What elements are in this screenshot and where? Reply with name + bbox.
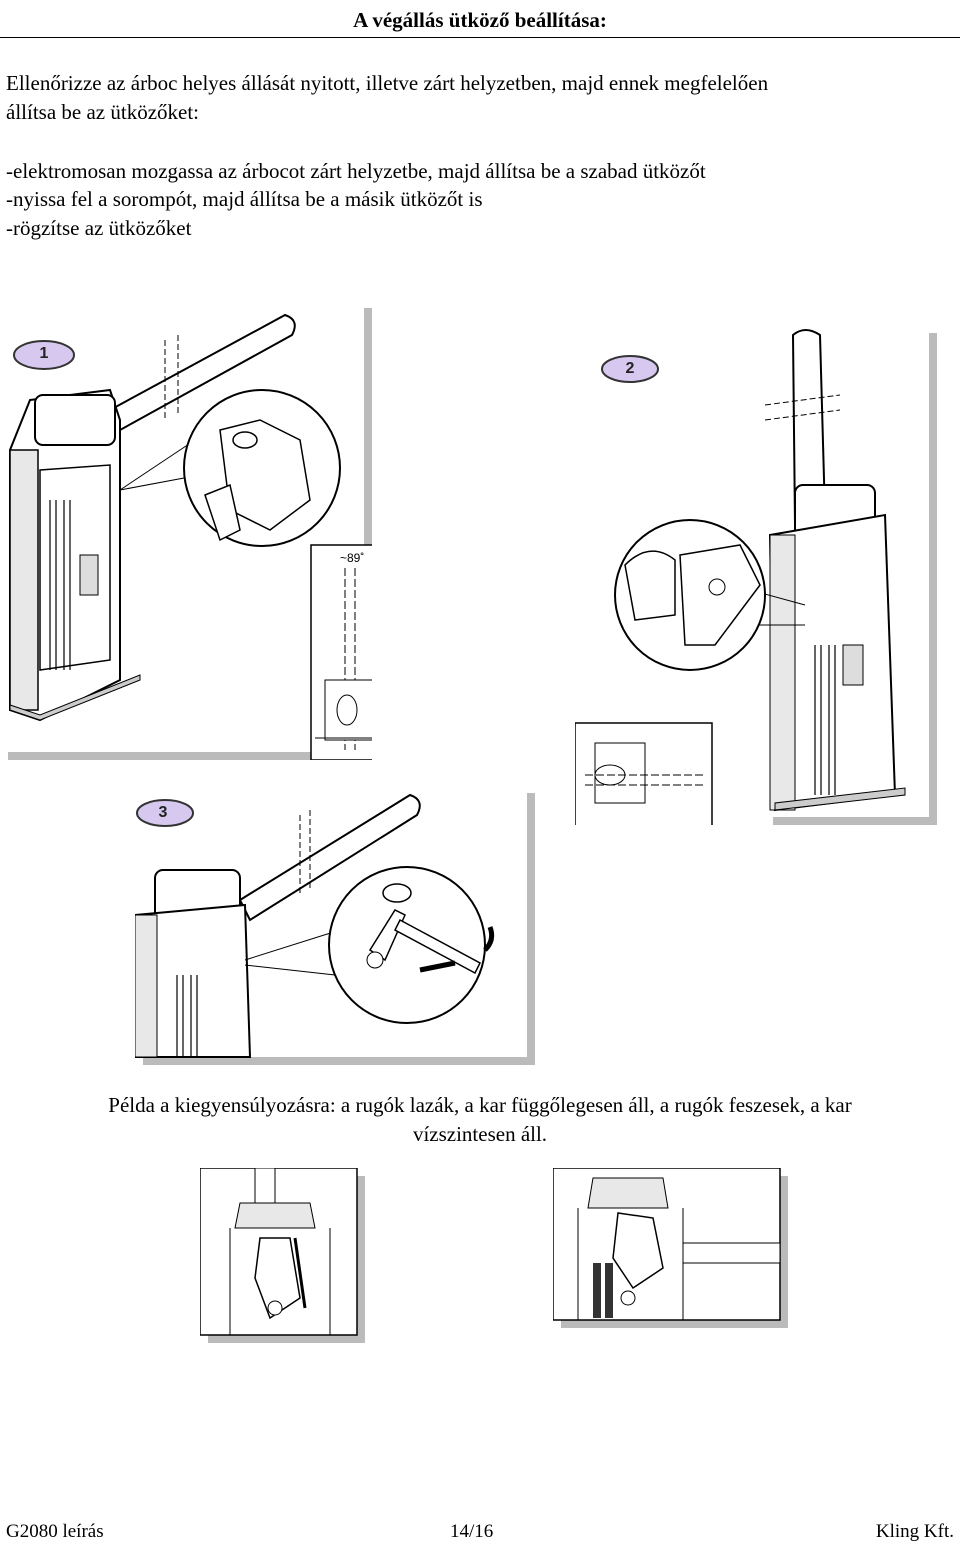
balance-example-springs-tight xyxy=(553,1168,788,1328)
intro-line-2: állítsa be az ütközőket: xyxy=(6,100,200,124)
caption-line-2: vízszintesen áll. xyxy=(412,1122,548,1146)
balancing-caption: Példa a kiegyensúlyozásra: a rugók lazák… xyxy=(20,1091,940,1149)
angle-label: ~89˚ xyxy=(340,551,364,565)
figure-1-barrier-closed: ~89˚ xyxy=(0,300,372,760)
figure-3-stop-adjustment xyxy=(135,785,535,1065)
caption-line-1: Példa a kiegyensúlyozásra: a rugók lazák… xyxy=(108,1093,852,1117)
figure-2-barrier-open xyxy=(575,325,937,825)
footer-document-name: G2080 leírás xyxy=(6,1521,104,1542)
title-divider xyxy=(0,37,960,38)
badge-1: 1 xyxy=(39,345,49,362)
step-2: -nyissa fel a sorompót, majd állítsa be … xyxy=(6,187,483,211)
footer-company: Kling Kft. xyxy=(875,1521,954,1542)
badge-2: 2 xyxy=(625,360,635,377)
step-3: -rögzítse az ütközőket xyxy=(6,216,192,240)
balance-example-springs-loose xyxy=(200,1168,365,1343)
badge-3: 3 xyxy=(158,804,168,821)
intro-line-1: Ellenőrizze az árboc helyes állását nyit… xyxy=(6,71,769,95)
step-1: -elektromosan mozgassa az árbocot zárt h… xyxy=(6,159,706,183)
page-title: A végállás ütköző beállítása: xyxy=(353,8,607,32)
footer-page-number: 14/16 xyxy=(450,1521,494,1542)
